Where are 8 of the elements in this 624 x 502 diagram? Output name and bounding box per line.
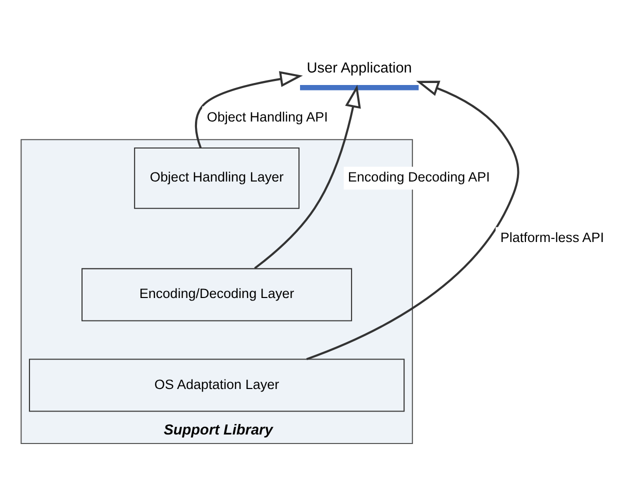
edge-label: Object Handling API — [206, 109, 328, 124]
edge-label: Platform-less API — [500, 230, 604, 246]
node-text: User Application — [306, 60, 412, 77]
node-box: OS Adaptation Layer — [28, 358, 405, 412]
arrow — [254, 84, 361, 270]
arrow — [306, 80, 520, 360]
node-box: Encoding/Decoding Layer — [82, 268, 352, 322]
node-box: Object Handling Layer — [134, 147, 300, 209]
